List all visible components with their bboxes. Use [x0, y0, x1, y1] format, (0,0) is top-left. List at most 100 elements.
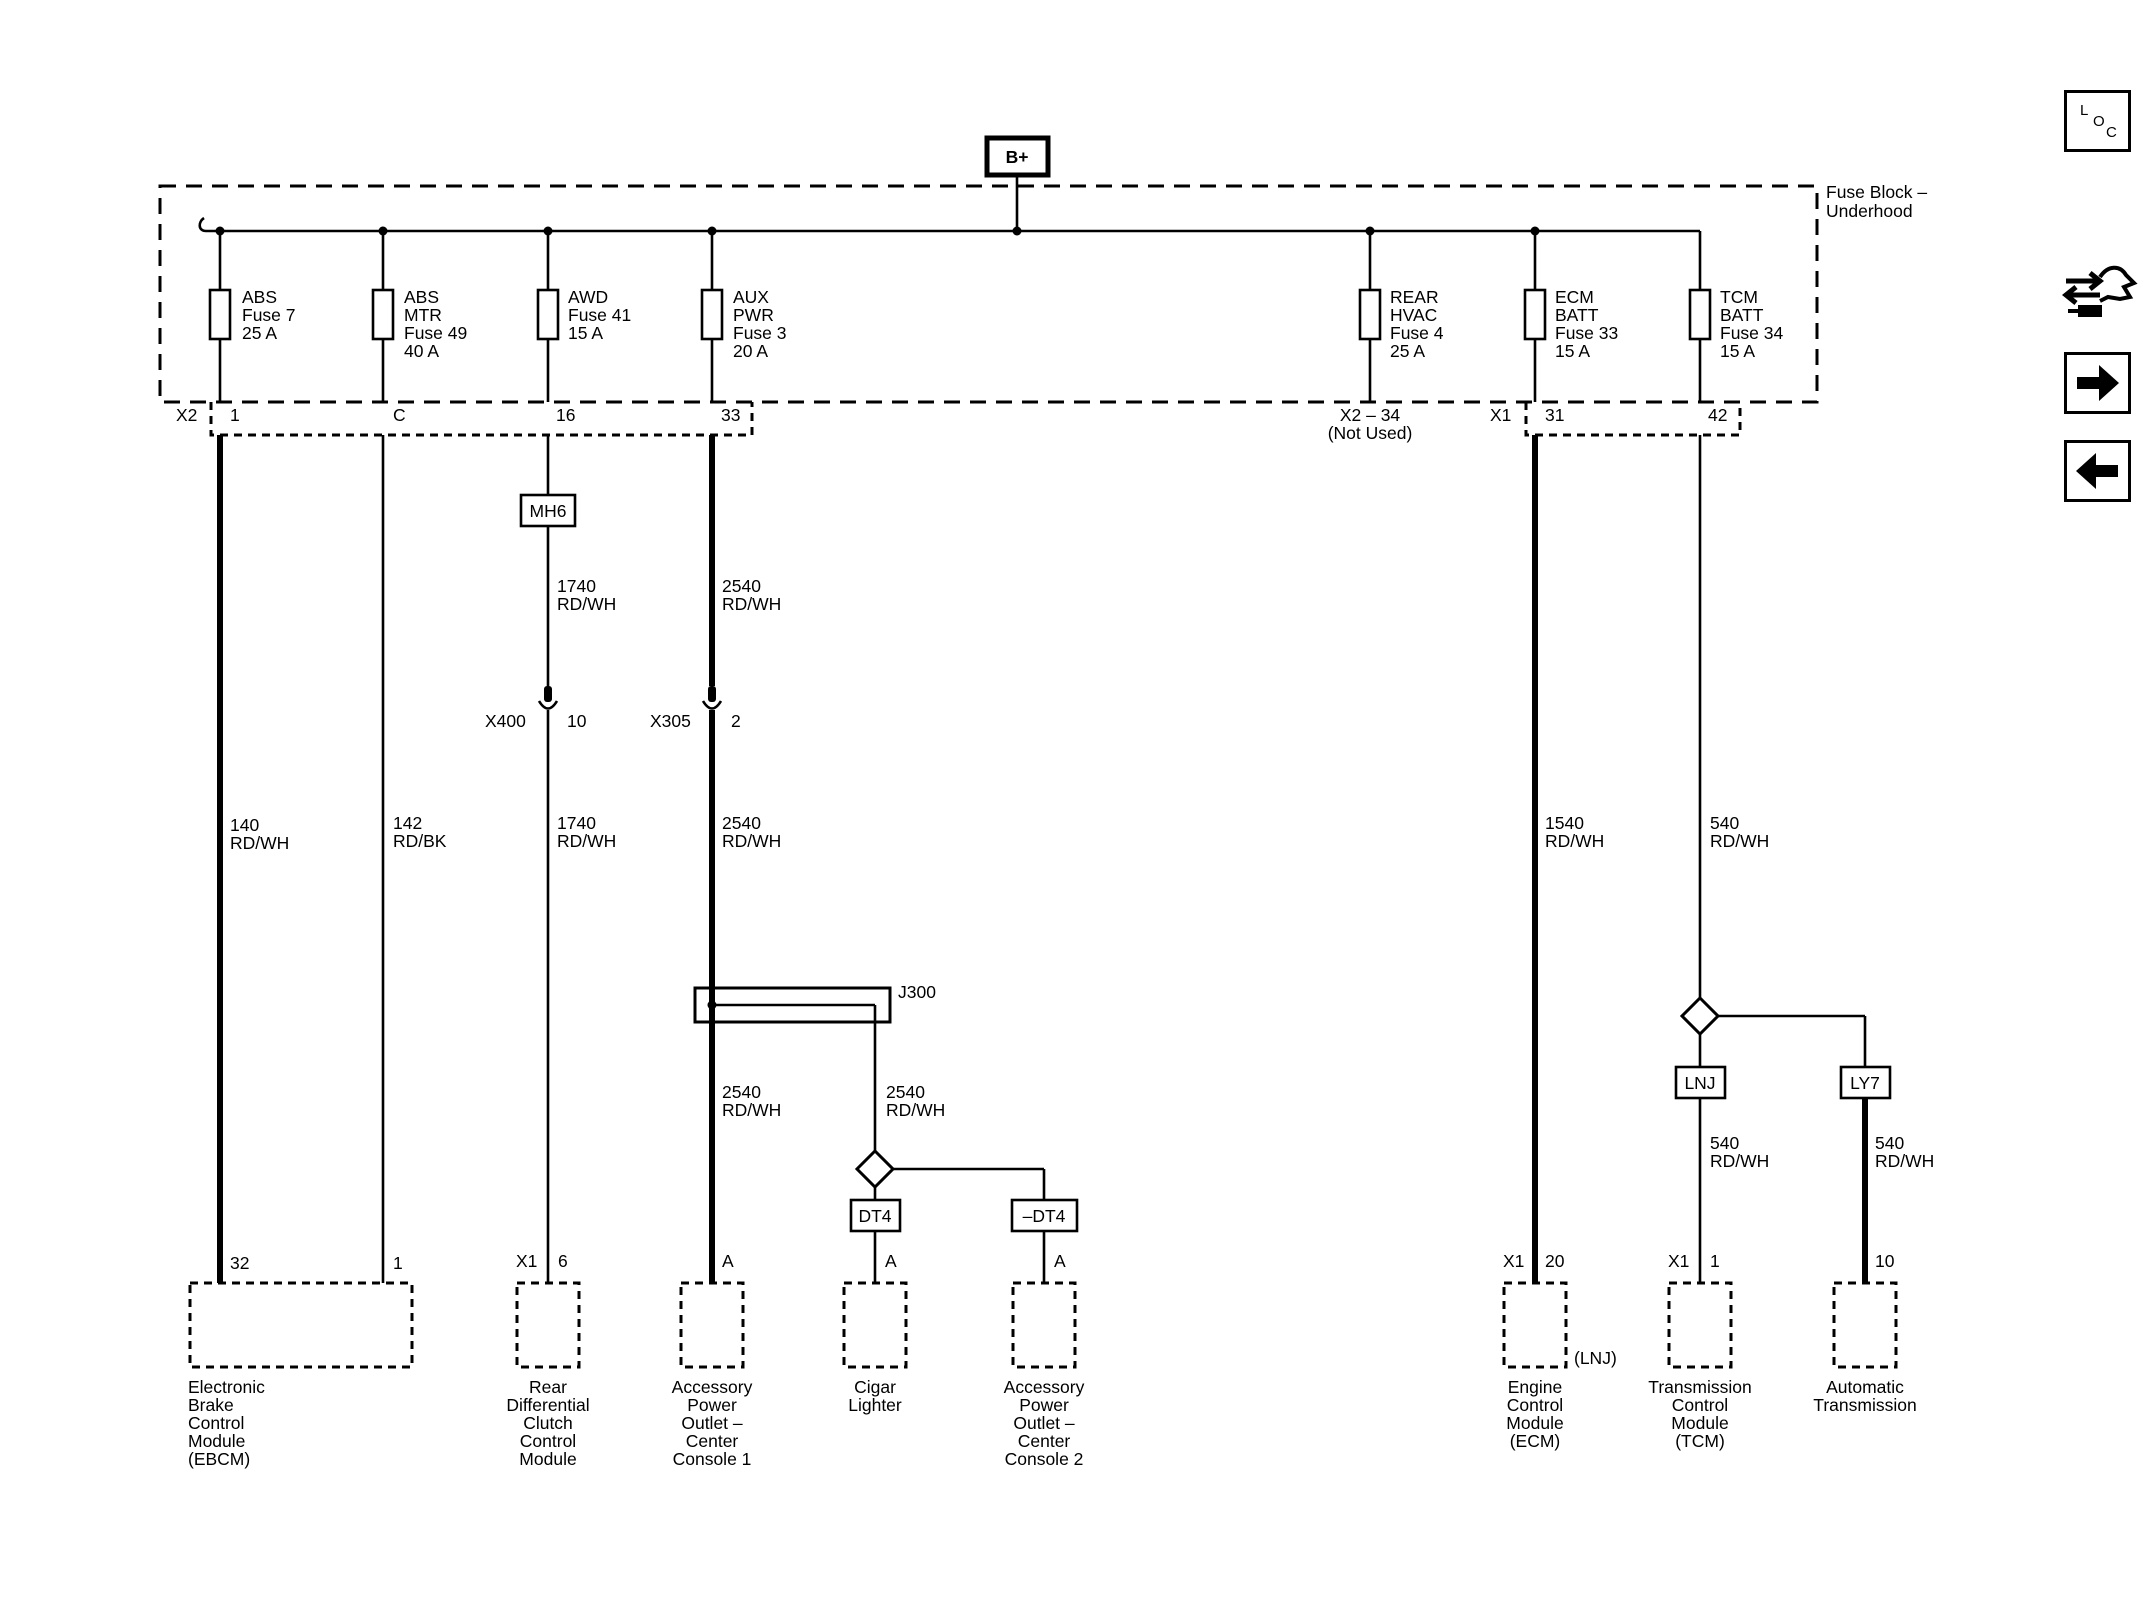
wire-number: 2540	[722, 576, 761, 596]
fuse-label-line: 25 A	[1390, 341, 1425, 361]
svg-text:Brake: Brake	[188, 1395, 234, 1415]
inline-connector-x400-socket	[537, 700, 559, 710]
option-ndt4-label: –DT4	[1023, 1206, 1066, 1226]
splice-j300-label: J300	[898, 982, 936, 1002]
svg-text:Module: Module	[188, 1431, 245, 1451]
option-lnj-box	[1674, 1065, 1727, 1100]
fuse-label-line: MTR	[404, 305, 442, 325]
fuse-block-outline	[158, 184, 1819, 404]
connector-label: X1	[1503, 1251, 1524, 1271]
pin-label: 32	[230, 1253, 249, 1273]
pin-label: 33	[721, 405, 740, 425]
svg-text:O: O	[2093, 113, 2105, 130]
svg-text:Electronic: Electronic	[188, 1377, 265, 1397]
wire-color: RD/BK	[393, 831, 447, 851]
component-cigar-box	[842, 1281, 908, 1369]
svg-text:Control: Control	[520, 1431, 576, 1451]
wire-color: RD/WH	[557, 831, 616, 851]
inline-connector-x305-socket	[701, 700, 723, 710]
option-mh6-label: MH6	[530, 501, 567, 521]
component-name-cigar: Cigar Lighter	[848, 1377, 902, 1415]
pin-label: A	[885, 1251, 897, 1271]
wire-number: 2540	[722, 1082, 761, 1102]
inline-connector-x305-pin	[708, 686, 716, 702]
component-ebcm-box	[188, 1281, 414, 1369]
connector-label: X1	[516, 1251, 537, 1271]
wire-number: 140	[230, 815, 259, 835]
fuse-aux-pwr-3: AUX PWR Fuse 3 20 A	[700, 231, 787, 402]
svg-text:Accessory: Accessory	[1004, 1377, 1085, 1397]
connector-icon	[2061, 265, 2138, 317]
component-name-apo2: Accessory Power Outlet – Center Console …	[1004, 1377, 1085, 1469]
pin-label: 1	[230, 405, 240, 425]
fuse-label-line: HVAC	[1390, 305, 1437, 325]
component-name-ebcm: Electronic Brake Control Module (EBCM)	[188, 1377, 265, 1469]
component-rdcc-box	[515, 1281, 581, 1369]
fuse-label-line: Fuse 41	[568, 305, 631, 325]
pin-label: 1	[1710, 1251, 1720, 1271]
fuse-label-line: REAR	[1390, 287, 1439, 307]
wire-color: RD/WH	[722, 1100, 781, 1120]
pin-label: 6	[558, 1251, 568, 1271]
svg-text:Transmission: Transmission	[1813, 1395, 1916, 1415]
svg-text:Outlet –: Outlet –	[681, 1413, 743, 1433]
svg-text:(EBCM): (EBCM)	[188, 1449, 250, 1469]
pin-label: 20	[1545, 1251, 1565, 1271]
next-page-button[interactable]	[2064, 352, 2131, 414]
fuse-label-line: ABS	[404, 287, 439, 307]
previous-page-button[interactable]	[2064, 440, 2131, 502]
wire-number: 1740	[557, 576, 596, 596]
svg-text:Outlet –: Outlet –	[1013, 1413, 1075, 1433]
fuse-label-line: ABS	[242, 287, 277, 307]
connector-x1-outline	[1524, 402, 1742, 437]
svg-text:Center: Center	[686, 1431, 739, 1451]
fuse-label-line: 15 A	[1555, 341, 1590, 361]
svg-text:(ECM): (ECM)	[1510, 1431, 1561, 1451]
wire-color: RD/WH	[1875, 1151, 1934, 1171]
component-name-ecm: Engine Control Module (ECM)	[1506, 1377, 1563, 1451]
svg-text:Power: Power	[687, 1395, 737, 1415]
fuse-label-line: BATT	[1555, 305, 1599, 325]
svg-text:Control: Control	[1507, 1395, 1563, 1415]
location-button[interactable]: L O C	[2064, 90, 2131, 152]
svg-text:Differential: Differential	[506, 1395, 589, 1415]
component-name-trans: Automatic Transmission	[1813, 1377, 1916, 1415]
wire-color: RD/WH	[557, 594, 616, 614]
wire-color: RD/WH	[722, 831, 781, 851]
connector-label: X1	[1668, 1251, 1689, 1271]
fuse-label-line: 20 A	[733, 341, 768, 361]
fuse-tcm-batt-34: TCM BATT Fuse 34 15 A	[1688, 231, 1783, 402]
battery-label: B+	[1006, 147, 1029, 167]
fuse-block-title-1: Fuse Block –	[1826, 182, 1927, 202]
wire-number: 540	[1875, 1133, 1904, 1153]
svg-text:Automatic: Automatic	[1826, 1377, 1904, 1397]
component-trans-box	[1832, 1281, 1898, 1369]
svg-text:C: C	[2106, 124, 2117, 141]
pin-label: 10	[1875, 1251, 1895, 1271]
svg-text:Module: Module	[1671, 1413, 1728, 1433]
fuse-label-line: Fuse 49	[404, 323, 467, 343]
fuse-label-line: 15 A	[568, 323, 603, 343]
arrow-right-icon	[2077, 365, 2119, 401]
pin-label: 16	[556, 405, 575, 425]
svg-text:Console 1: Console 1	[673, 1449, 752, 1469]
option-ly7-label: LY7	[1850, 1073, 1880, 1093]
fuse-label-line: TCM	[1720, 287, 1758, 307]
component-name-tcm: Transmission Control Module (TCM)	[1648, 1377, 1751, 1451]
component-name-apo1: Accessory Power Outlet – Center Console …	[672, 1377, 753, 1469]
connector-view-button[interactable]	[2060, 257, 2138, 327]
wire-color: RD/WH	[722, 594, 781, 614]
fuse-abs-7: ABS Fuse 7 25 A	[208, 231, 296, 402]
wire-number: 2540	[722, 813, 761, 833]
svg-text:Accessory: Accessory	[672, 1377, 753, 1397]
option-dt4-label: DT4	[858, 1206, 891, 1226]
fuse-block-title-2: Underhood	[1826, 201, 1913, 221]
inline-connector-x400-label: X400	[485, 711, 526, 731]
pin-label: A	[722, 1251, 734, 1271]
fuse-label-line: ECM	[1555, 287, 1594, 307]
lnj-note: (LNJ)	[1574, 1348, 1617, 1368]
fuse-label-line: BATT	[1720, 305, 1764, 325]
fuse-abs-mtr-49: ABS MTR Fuse 49 40 A	[371, 231, 467, 402]
svg-text:Module: Module	[519, 1449, 576, 1469]
